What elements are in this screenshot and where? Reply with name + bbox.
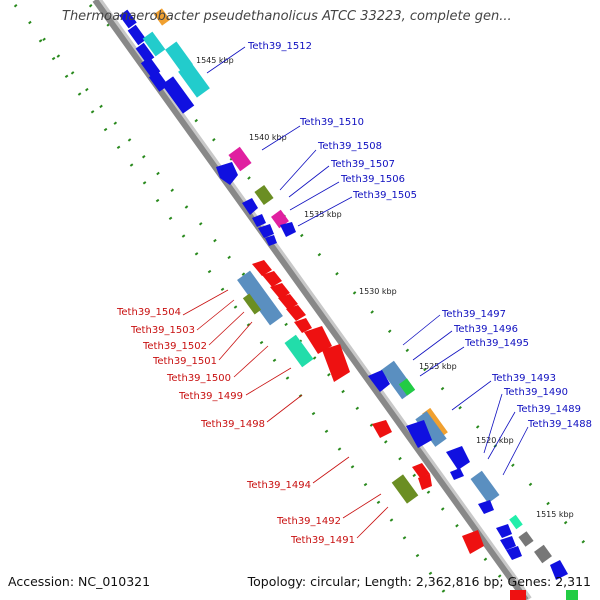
reverse-gene-labels: Teth39_1504 Teth39_1503 Teth39_1502 Teth… <box>116 307 355 546</box>
label-teth39-1492[interactable]: Teth39_1492 <box>276 516 341 527</box>
tick-1520: 1520 kbp <box>476 436 514 445</box>
label-teth39-1503[interactable]: Teth39_1503 <box>130 325 195 336</box>
label-teth39-1500[interactable]: Teth39_1500 <box>166 373 231 384</box>
label-teth39-1488[interactable]: Teth39_1488 <box>527 419 592 430</box>
label-teth39-1507[interactable]: Teth39_1507 <box>330 159 395 170</box>
tick-1540: 1540 kbp <box>249 133 287 142</box>
label-teth39-1512[interactable]: Teth39_1512 <box>247 41 312 52</box>
label-teth39-1502[interactable]: Teth39_1502 <box>142 341 207 352</box>
label-teth39-1510[interactable]: Teth39_1510 <box>299 117 364 128</box>
topology-summary: Topology: circular; Length: 2,362,816 bp… <box>247 574 591 589</box>
label-teth39-1489[interactable]: Teth39_1489 <box>516 404 581 415</box>
tick-1545: 1545 kbp <box>196 56 234 65</box>
label-teth39-1504[interactable]: Teth39_1504 <box>116 307 181 318</box>
tick-1525: 1525 kbp <box>419 362 457 371</box>
label-teth39-1501[interactable]: Teth39_1501 <box>152 356 217 367</box>
label-teth39-1506[interactable]: Teth39_1506 <box>340 174 405 185</box>
accession-label: Accession: NC_010321 <box>8 574 151 589</box>
forward-leader-lines <box>206 46 529 476</box>
forward-gene-labels: Teth39_1512 Teth39_1510 Teth39_1508 Teth… <box>247 41 592 430</box>
label-teth39-1498[interactable]: Teth39_1498 <box>200 419 265 430</box>
reverse-leader-lines <box>182 289 389 539</box>
label-teth39-1496[interactable]: Teth39_1496 <box>453 324 518 335</box>
genome-backbone <box>92 0 529 600</box>
inner-dotted-track <box>38 39 452 600</box>
label-teth39-1495[interactable]: Teth39_1495 <box>464 338 529 349</box>
tick-1535: 1535 kbp <box>304 210 342 219</box>
label-teth39-1499[interactable]: Teth39_1499 <box>178 391 243 402</box>
label-teth39-1508[interactable]: Teth39_1508 <box>317 141 382 152</box>
label-teth39-1497[interactable]: Teth39_1497 <box>441 309 506 320</box>
genome-title: Thermoanaerobacter pseudethanolicus ATCC… <box>62 9 512 24</box>
tick-1515: 1515 kbp <box>536 510 574 519</box>
label-teth39-1493[interactable]: Teth39_1493 <box>491 373 556 384</box>
label-teth39-1491[interactable]: Teth39_1491 <box>290 535 355 546</box>
label-teth39-1505[interactable]: Teth39_1505 <box>352 190 417 201</box>
label-teth39-1494[interactable]: Teth39_1494 <box>246 480 311 491</box>
tick-1530: 1530 kbp <box>359 287 397 296</box>
label-teth39-1490[interactable]: Teth39_1490 <box>503 387 568 398</box>
gene-features <box>119 8 578 600</box>
